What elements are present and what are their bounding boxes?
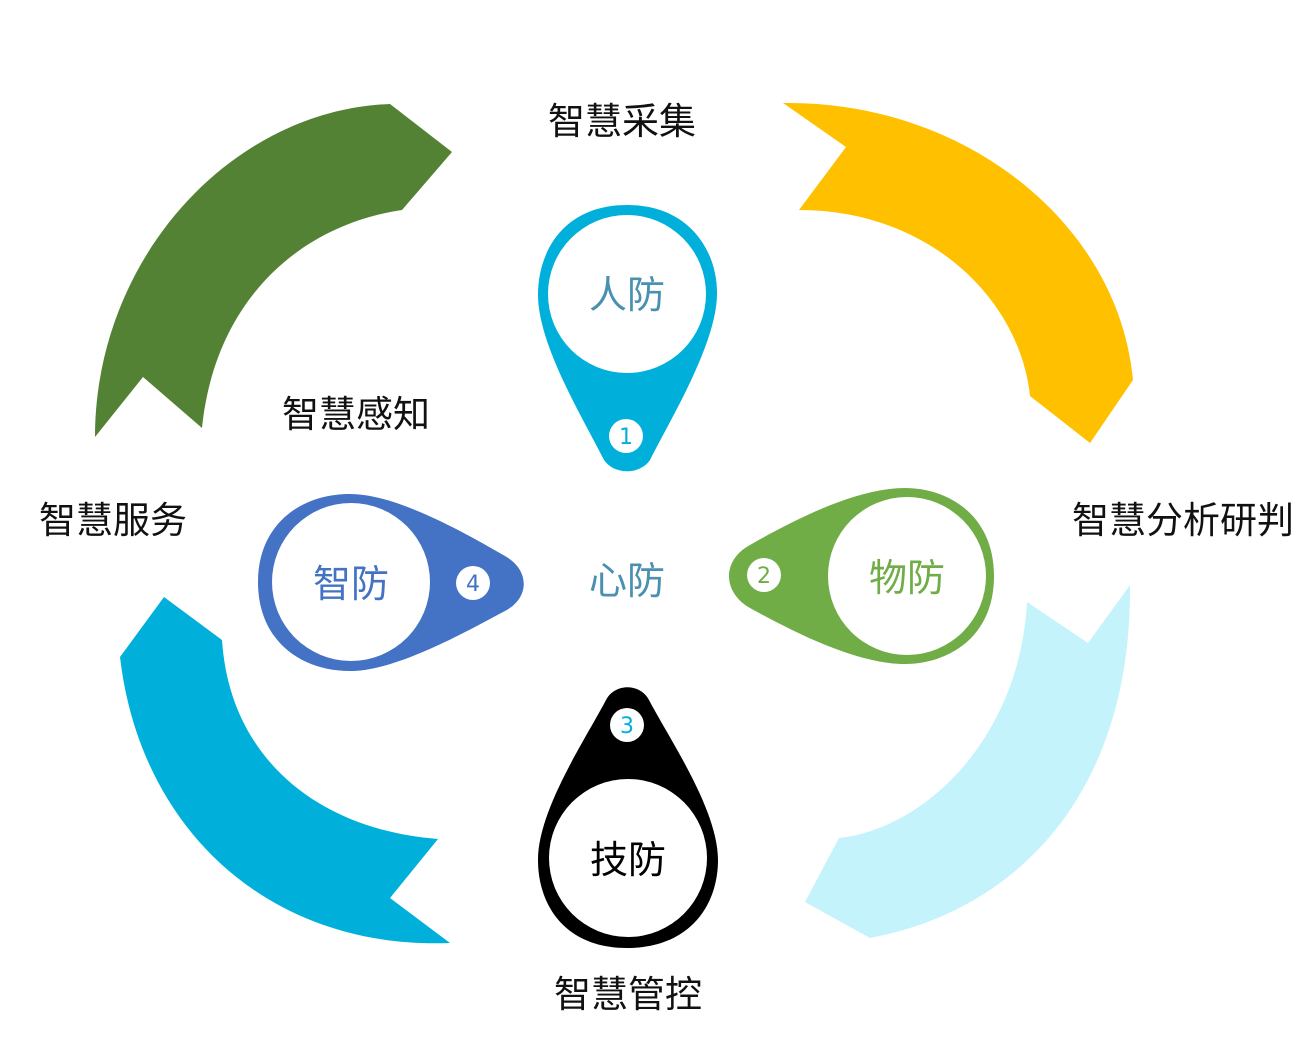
arrow-segment-yellow [783,102,1133,443]
pin-2: 物防 2 [729,488,994,664]
pin-4-number: 4 [466,572,480,597]
pin-3-number: 3 [620,714,634,739]
label-right: 智慧分析研判 [1072,499,1294,542]
pin-1: 人防 1 [538,205,718,472]
pin-4-badge [456,566,490,600]
pin-1-label: 人防 [589,273,665,317]
label-inner-left: 智慧感知 [282,393,430,436]
pin-1-badge [609,419,643,453]
pin-3: 技防 3 [538,687,718,948]
pin-1-number: 1 [619,425,633,450]
pin-3-label: 技防 [590,838,666,882]
label-bottom: 智慧管控 [554,973,702,1016]
pin-2-label: 物防 [869,556,945,600]
arrow-segment-teal [120,597,450,944]
pin-4-label: 智防 [313,562,389,606]
pin-2-badge [747,558,781,592]
arrow-segment-green [95,104,452,437]
label-left: 智慧服务 [39,499,187,542]
pin-3-badge [610,708,644,742]
arrow-segment-light-blue [805,585,1131,938]
pin-4: 智防 4 [258,494,524,671]
pin-2-number: 2 [757,564,771,589]
label-top: 智慧采集 [548,100,696,143]
center-label: 心防 [589,559,665,603]
